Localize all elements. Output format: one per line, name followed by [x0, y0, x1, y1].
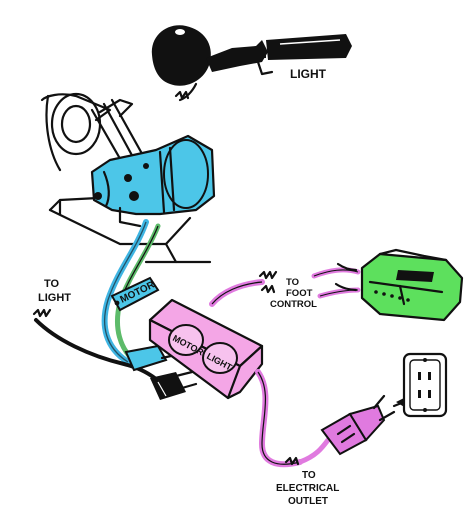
motor-cord-tag: MOTOR	[110, 276, 160, 312]
outlet-label-2: ELECTRICAL	[276, 483, 339, 494]
foot-label-1: TO	[286, 277, 299, 288]
light-label: LIGHT	[290, 67, 327, 81]
to-light-label-2: LIGHT	[38, 292, 71, 304]
motor-icon	[90, 134, 216, 228]
sewing-machine	[40, 92, 212, 264]
foot-control-icon	[360, 248, 464, 322]
light-plug-icon	[150, 370, 198, 400]
to-light-label-1: TO	[44, 278, 60, 290]
outlet-label-3: OUTLET	[288, 496, 328, 507]
wall-outlet-icon	[402, 352, 448, 418]
power-plug-icon	[320, 394, 396, 456]
foot-label-3: CONTROL	[270, 299, 317, 310]
junction-box: MOTOR LIGHT	[148, 298, 264, 400]
light-cord	[34, 318, 162, 384]
foot-label-2: FOOT	[286, 288, 313, 299]
sewing-light-icon	[151, 25, 352, 102]
outlet-label-1: TO	[302, 470, 316, 481]
